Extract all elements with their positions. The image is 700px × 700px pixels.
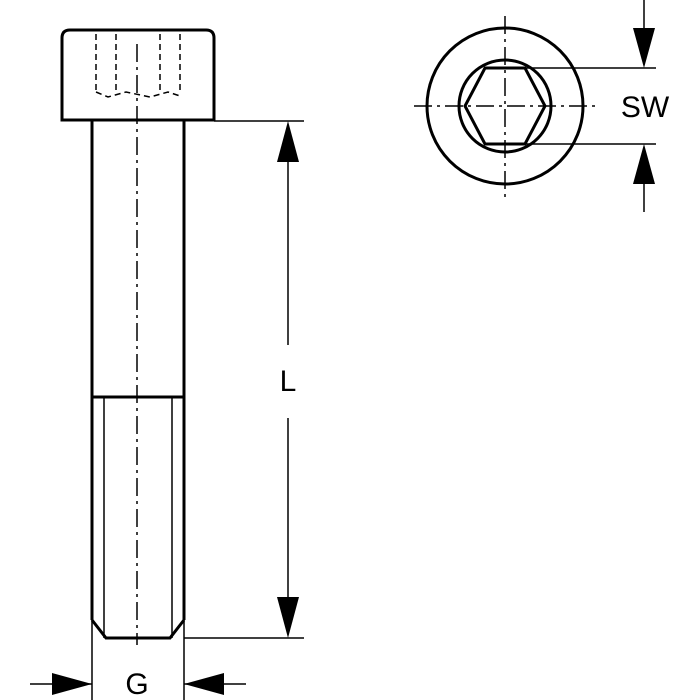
- screw-side-view: [60, 28, 216, 645]
- screw-shank: [90, 120, 186, 620]
- wrench-size-dimension: [525, 0, 656, 212]
- screw-tip: [90, 619, 186, 640]
- screw-top-view: [414, 16, 596, 198]
- socket-circle: [457, 58, 553, 154]
- wrench-arrow-top: [633, 28, 655, 68]
- thread-arrow-right: [184, 673, 224, 695]
- length-label: L: [280, 365, 297, 398]
- length-arrow-bottom: [277, 597, 299, 638]
- thread-dimension: [30, 620, 246, 700]
- wrench-size-label: SW: [621, 91, 670, 124]
- wrench-arrow-bottom: [633, 144, 655, 184]
- thread-label: G: [125, 668, 148, 700]
- length-dimension: [184, 120, 304, 639]
- thread-arrow-left: [52, 673, 92, 695]
- length-arrow-top: [277, 121, 299, 162]
- thread-lines: [103, 397, 173, 638]
- socket-hidden-lines: [95, 34, 181, 98]
- screw-head: [60, 28, 216, 122]
